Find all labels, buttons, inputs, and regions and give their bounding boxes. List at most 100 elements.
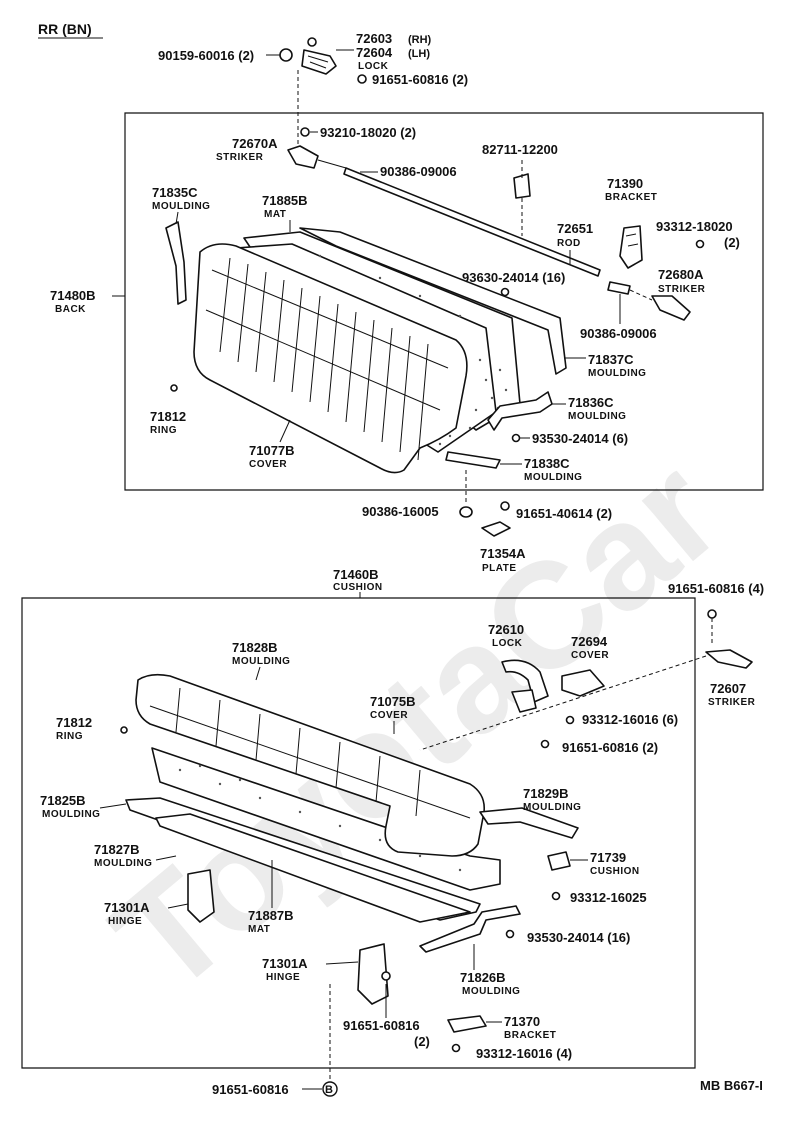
clip-82711-label: 82711-12200 [482, 142, 558, 157]
moulding-71836c-name: MOULDING [568, 411, 626, 422]
screw-91651-60816-label: 91651-60816 (2) [562, 740, 658, 755]
moulding-left-icon [165, 221, 187, 305]
cushion-pn: 71460B [333, 567, 379, 582]
moulding-71838c-icon [445, 451, 501, 469]
bracket-icon [619, 225, 643, 269]
cover-72694-name: COVER [571, 650, 609, 661]
ref-b-circle [322, 1081, 338, 1097]
screw-93312-16016-label: 93312-16016 (6) [582, 712, 678, 727]
bracket-name: BRACKET [605, 192, 657, 203]
moulding-71835c-pn: 71835C [152, 185, 198, 200]
ring-71812-name: RING [150, 425, 177, 436]
bolt-90159-label: 90159-60016 (2) [158, 48, 254, 63]
rod-pn: 72651 [557, 221, 593, 236]
striker-b-pn: 72680A [658, 267, 704, 282]
hinge-2-name: HINGE [266, 972, 300, 983]
cover-71077b-name: COVER [249, 459, 287, 470]
cushion-name: CUSHION [333, 582, 383, 593]
striker-a-pn: 72670A [232, 136, 278, 151]
moulding-71826b-pn: 71826B [460, 970, 506, 985]
mat-71885b-pn: 71885B [262, 193, 308, 208]
mat-71885b-name: MAT [264, 209, 286, 220]
cushion-cover-stitching [149, 687, 471, 819]
striker-b-name: STRIKER [658, 284, 706, 295]
mat-71887b-pn: 71887B [248, 908, 294, 923]
moulding-71838c-name: MOULDING [524, 472, 582, 483]
striker-b-icon [651, 295, 691, 321]
cap-90386b-label: 90386-09006 [580, 326, 657, 341]
cushion-pad [151, 747, 501, 891]
moulding-71827b-pn: 71827B [94, 842, 140, 857]
lock-name: LOCK [358, 61, 389, 72]
ref-b-text: B [325, 1084, 333, 1096]
mat-71887b-name: MAT [248, 924, 270, 935]
clip-93630-label: 93630-24014 (16) [462, 270, 565, 285]
cushion-71739-name: CUSHION [590, 866, 640, 877]
screw-91651-top-label: 91651-60816 (2) [372, 72, 468, 87]
screw-91651-cushion-b-qty: (2) [414, 1034, 430, 1049]
bracket-71370-icon [447, 1015, 487, 1033]
moulding-71825b-name: MOULDING [42, 809, 100, 820]
back-name: BACK [55, 304, 86, 315]
section-title: RR (BN) [38, 21, 92, 37]
lock-suf2: (LH) [408, 48, 430, 60]
back-moulding-right [299, 227, 567, 375]
screw-93312-16016-b-label: 93312-16016 (4) [476, 1046, 572, 1061]
hinge-1-icon [187, 869, 215, 923]
cover-72694-pn: 72694 [571, 634, 608, 649]
back-cover-shape [193, 243, 468, 474]
bolt-b-label: 91651-60816 [212, 1082, 289, 1097]
moulding-71836c-pn: 71836C [568, 395, 614, 410]
plate-pn: 71354A [480, 546, 526, 561]
striker-a-name: STRIKER [216, 152, 264, 163]
cushion-frame [21, 597, 696, 1069]
screw-top-label: 91651-60816 (4) [668, 581, 764, 596]
cover-72694-icon [561, 669, 605, 697]
screw-91651-cushion-b-pn: 91651-60816 [343, 1018, 420, 1033]
screw-93312-18020-label: 93312-18020 [656, 219, 733, 234]
screw-93312-18020-qty: (2) [724, 235, 740, 250]
cap-90386c-label: 90386-16005 [362, 504, 439, 519]
moulding-71835c-name: MOULDING [152, 201, 210, 212]
bracket-71370-pn: 71370 [504, 1014, 540, 1029]
moulding-71829b-name: MOULDING [523, 802, 581, 813]
cushion-71739-icon [547, 851, 571, 871]
cover-71075b-pn: 71075B [370, 694, 416, 709]
lock-icon [301, 49, 337, 75]
moulding-71828b-name: MOULDING [232, 656, 290, 667]
rod-name: ROD [557, 238, 581, 249]
screw-93312-16025-label: 93312-16025 [570, 890, 647, 905]
moulding-71826b-name: MOULDING [462, 986, 520, 997]
cover-71077b-pn: 71077B [249, 443, 295, 458]
cap-icon [459, 506, 473, 518]
striker-72607-pn: 72607 [710, 681, 746, 696]
plate-icon [481, 521, 511, 537]
cover-71075b-name: COVER [370, 710, 408, 721]
ring-71812-cushion-name: RING [56, 731, 83, 742]
bracket-71370-name: BRACKET [504, 1030, 556, 1041]
back-frame [124, 112, 764, 491]
lock-suf1: (RH) [408, 34, 432, 46]
striker-72607-icon [705, 649, 753, 669]
moulding-71829b-pn: 71829B [523, 786, 569, 801]
lock-72610-pn: 72610 [488, 622, 524, 637]
striker-72607-name: STRIKER [708, 697, 756, 708]
clip-icon [513, 173, 531, 199]
screw-91651-40614-label: 91651-40614 (2) [516, 506, 612, 521]
lock-pn1: 72603 [356, 31, 392, 46]
moulding-71826b-icon [419, 905, 521, 953]
cap-90386a-label: 90386-09006 [380, 164, 457, 179]
hinge-1-pn: 71301A [104, 900, 150, 915]
ring-71812-cushion-pn: 71812 [56, 715, 92, 730]
diagram-code: MB B667-I [700, 1078, 763, 1093]
moulding-71837c-name: MOULDING [588, 368, 646, 379]
bolt-icon [279, 48, 293, 62]
cushion-71739-pn: 71739 [590, 850, 626, 865]
moulding-71829b-icon [479, 807, 579, 839]
moulding-71838c-pn: 71838C [524, 456, 570, 471]
moulding-71827b-name: MOULDING [94, 858, 152, 869]
clip-93530-label: 93530-24014 (6) [532, 431, 628, 446]
pad-specks [178, 764, 462, 872]
